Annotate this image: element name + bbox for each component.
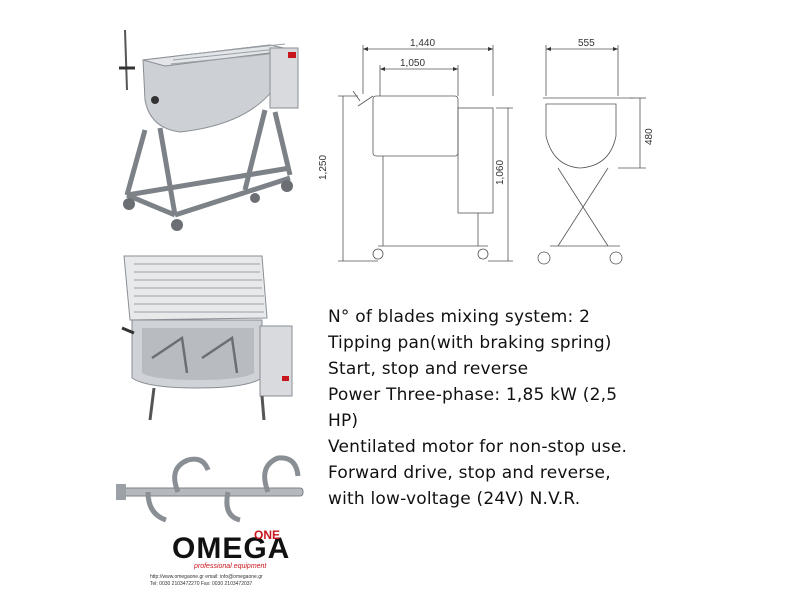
dimension-drawing <box>338 45 646 265</box>
spec-line: N° of blades mixing system: 2 <box>328 307 591 327</box>
contact-line: http://www.omegaone.gr email: info@omega… <box>150 574 263 580</box>
logo-tagline: professional equipment <box>194 563 267 570</box>
logo-contact: http://www.omegaone.gr email: info@omega… <box>150 574 263 588</box>
mixer-open-photo <box>121 255 293 421</box>
omega-one-logo: OMEGA ONE professional equipment http://… <box>150 528 320 594</box>
spec-line: Ventilated motor for non-stop use. <box>328 437 628 457</box>
blade-shaft-photo <box>116 455 304 523</box>
spec-line: Forward drive, stop and reverse, <box>328 463 611 483</box>
dim-pan-height: 480 <box>644 128 655 145</box>
spec-line: Tipping pan(with braking spring) <box>328 333 612 353</box>
logo-word: OMEGA <box>172 532 291 565</box>
dim-pan-length: 1,050 <box>400 58 426 69</box>
dim-body-height: 1,060 <box>495 159 506 185</box>
mixer-side-photo <box>119 29 299 231</box>
spec-line: Start, stop and reverse <box>328 359 529 379</box>
logo-badge: ONE <box>254 528 281 542</box>
spec-line: with low-voltage (24V) N.V.R. <box>328 489 581 509</box>
spec-line: HP) <box>328 411 359 431</box>
spec-list: N° of blades mixing system: 2 Tipping pa… <box>328 304 788 512</box>
spec-line: Power Three-phase: 1,85 kW (2,5 <box>328 385 618 405</box>
contact-line: Tel: 0030 2103472270 Fax: 0030 210347203… <box>150 581 253 587</box>
dim-width: 555 <box>578 38 595 49</box>
dim-total-length: 1,440 <box>410 38 436 49</box>
dim-total-height: 1,250 <box>318 154 329 180</box>
